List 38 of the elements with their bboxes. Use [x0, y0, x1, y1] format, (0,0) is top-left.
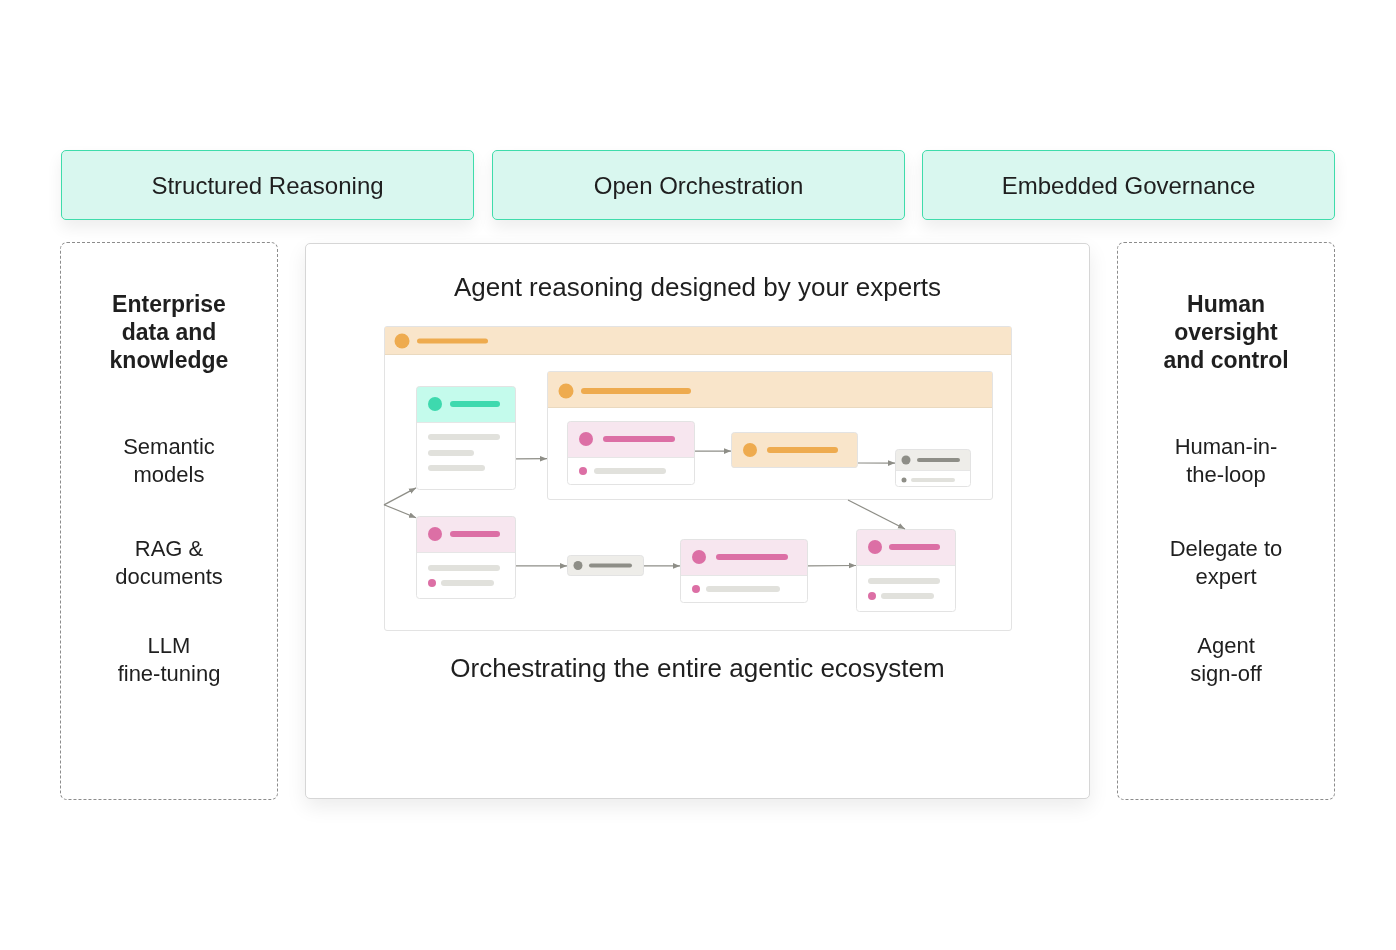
arrow [383, 504, 417, 519]
flow-card [567, 555, 644, 576]
arrow [515, 455, 548, 462]
capability-text: Human-in-the-loop [1173, 433, 1279, 489]
panel-heading: Human oversight and control [1162, 290, 1290, 374]
panel-title: Orchestrating the entire agentic ecosystem [450, 652, 945, 685]
arrow [807, 562, 857, 569]
flow-card [567, 421, 695, 485]
group-container [547, 371, 993, 500]
category-title: Structured Reasoning [151, 172, 384, 200]
arrow [383, 487, 417, 506]
capability-text: Delegate to expert [1168, 535, 1284, 591]
category-tile [61, 150, 474, 220]
panel-heading: Enterprise data and knowledge [108, 290, 230, 374]
content-panel [305, 243, 1090, 799]
category-tile [492, 150, 905, 220]
flow-card [856, 529, 956, 612]
arrow [643, 563, 681, 569]
flow-card [416, 386, 516, 490]
panel-title: Agent reasoning designed by your experts [453, 271, 942, 304]
arrow [694, 448, 732, 454]
arrow [847, 499, 906, 530]
capability-text: RAG & documents [114, 535, 224, 591]
dashed-panel [60, 242, 278, 800]
arrow [515, 563, 568, 569]
capability-text: LLM fine-tuning [116, 632, 222, 688]
category-tile [922, 150, 1335, 220]
flow-card [416, 516, 516, 599]
app-window [384, 326, 1012, 631]
flow-card [680, 539, 808, 603]
capability-text: Agent sign-off [1189, 632, 1263, 688]
category-title: Embedded Governance [1001, 172, 1256, 200]
arrow [857, 460, 896, 466]
dashed-panel [1117, 242, 1335, 800]
category-title: Open Orchestration [593, 172, 804, 200]
flow-card [731, 432, 858, 468]
capability-text: Semantic models [122, 433, 216, 489]
flow-card [895, 449, 971, 487]
